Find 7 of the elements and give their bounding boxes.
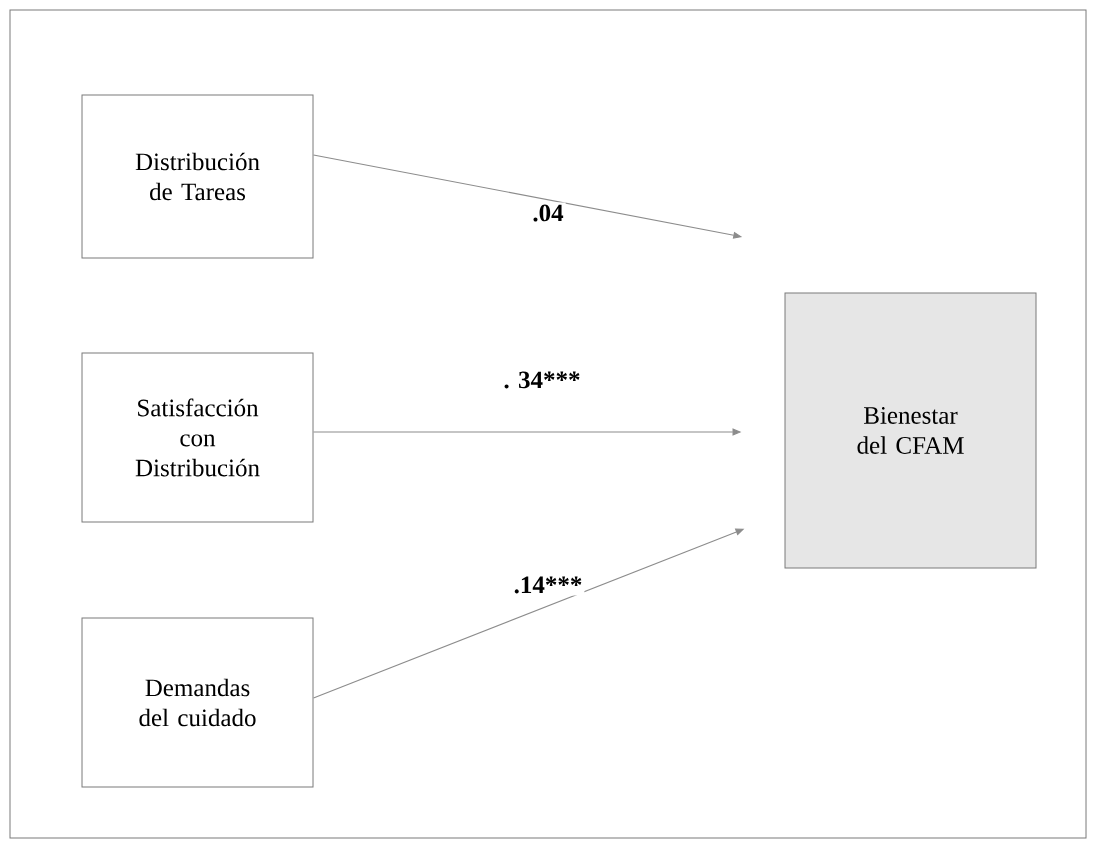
variable-box: Distribución de Tareas (81, 94, 314, 259)
variable-box: Demandas del cuidado (81, 617, 314, 788)
edge-label: .04 (530, 202, 566, 224)
variable-box: Bienestar del CFAM (784, 292, 1037, 569)
edge-label: . 34*** (501, 369, 583, 391)
edge-label: .14*** (511, 574, 585, 596)
variable-box: Satisfacción con Distribución (81, 352, 314, 523)
